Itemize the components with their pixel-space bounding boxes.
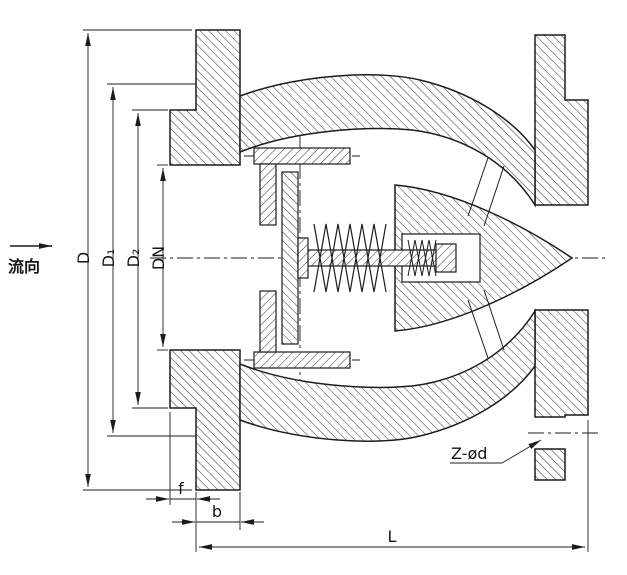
seat-mount-top-bar bbox=[253, 147, 351, 165]
spring-washer bbox=[297, 237, 309, 279]
right-flange-lower-above-hole bbox=[534, 309, 589, 418]
valve-seat-assembly bbox=[253, 147, 351, 369]
bolt-hole-label: Z-ød bbox=[451, 444, 487, 463]
diffuser-cone bbox=[394, 184, 574, 332]
seat-ring-upper bbox=[259, 163, 277, 226]
main-spring bbox=[313, 223, 387, 293]
valve-disc bbox=[281, 171, 299, 345]
left-flange-upper bbox=[169, 29, 241, 166]
body-wall-bottom bbox=[239, 308, 536, 442]
dimension-lines bbox=[83, 29, 589, 552]
dim-label-D: D bbox=[74, 252, 93, 264]
support-vanes bbox=[467, 157, 505, 359]
dim-label-DN: DN bbox=[149, 246, 168, 270]
dim-label-D2: D₂ bbox=[124, 249, 143, 268]
dim-label-f: f bbox=[178, 479, 184, 498]
right-flange-lower-below-hole bbox=[534, 448, 566, 481]
left-flange bbox=[169, 29, 241, 491]
stem-end-nut bbox=[435, 243, 457, 273]
body-wall-top bbox=[239, 74, 536, 208]
left-flange-lower bbox=[169, 349, 241, 491]
dim-label-b: b bbox=[212, 502, 222, 521]
seat-ring-lower bbox=[259, 290, 277, 353]
dim-label-L: L bbox=[388, 527, 397, 546]
seat-mount-bottom-bar bbox=[253, 351, 351, 369]
right-flange bbox=[534, 34, 589, 481]
stem-and-springs bbox=[297, 223, 457, 293]
flow-direction-label: 流向 bbox=[8, 257, 40, 276]
inner-spring bbox=[407, 239, 437, 277]
dim-label-D1: D₁ bbox=[99, 249, 118, 268]
valve-body bbox=[239, 74, 536, 442]
bolt-hole-leader bbox=[501, 439, 542, 464]
